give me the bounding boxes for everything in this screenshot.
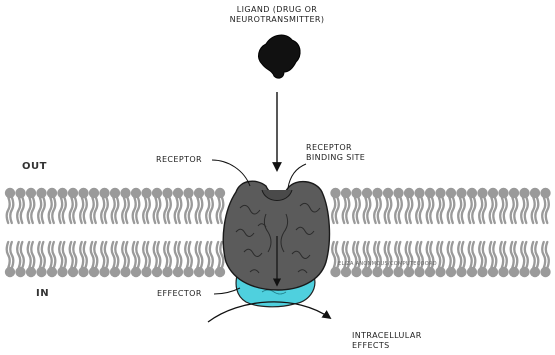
out-label: OUT (22, 162, 47, 172)
in-label: IN (36, 289, 49, 299)
effector-label: EFFECTOR (157, 289, 202, 299)
intracellular-effects-label: INTRACELLULAR EFFECTS (352, 331, 422, 351)
receptor-label: RECEPTOR (156, 155, 202, 165)
binding-site-label: RECEPTOR BINDING SITE (306, 143, 365, 163)
image-credit: ELIZA ANONMOUS/COMPUTECOORD (338, 259, 437, 269)
intracellular-label-line-1: INTRACELLULAR (352, 331, 422, 341)
ligand-label-line-1: LIGAND (DRUG OR (212, 5, 342, 15)
ligand-molecule (259, 35, 301, 78)
binding-site-label-line-1: RECEPTOR (306, 143, 365, 153)
intracellular-label-line-2: EFFECTS (352, 341, 422, 351)
ligand-label-line-2: NEUROTRANSMITTER) (212, 15, 342, 25)
binding-site-label-line-2: BINDING SITE (306, 153, 365, 163)
ligand-label: LIGAND (DRUG OR NEUROTRANSMITTER) (212, 5, 342, 25)
